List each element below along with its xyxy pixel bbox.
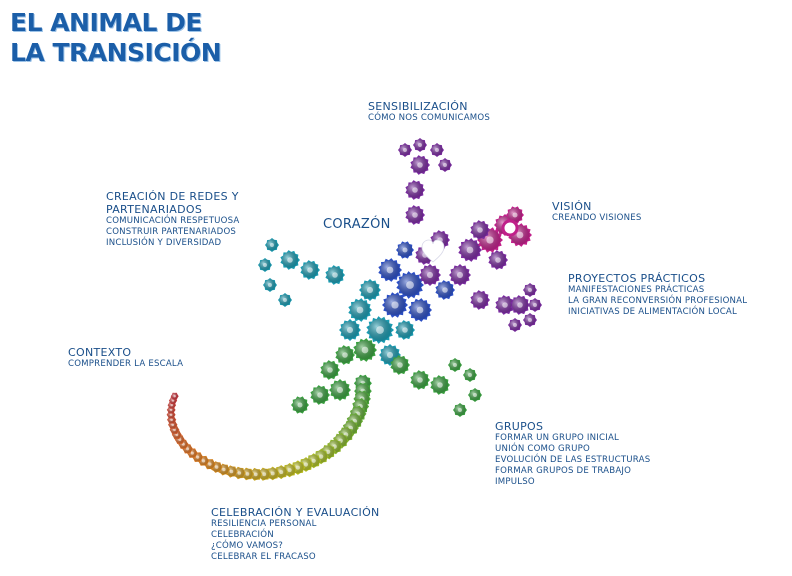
gear-shape xyxy=(508,318,522,332)
gear-shape xyxy=(470,220,490,240)
gear-shape xyxy=(495,295,515,315)
label-sensibilizacion: SENSIBILIZACIÓN CÓMO NOS COMUNICAMOS xyxy=(368,100,490,124)
celebracion-item: CELEBRACIÓN xyxy=(211,530,274,540)
gear-shape xyxy=(378,258,402,282)
gear-shape xyxy=(396,271,424,299)
gear-shape xyxy=(258,467,271,481)
gear-shape xyxy=(396,241,414,259)
gear-shape xyxy=(410,155,430,175)
gear-shape xyxy=(410,370,430,390)
gear-shape xyxy=(395,320,415,340)
page-title: EL ANIMAL DE LA TRANSICIÓN xyxy=(10,8,222,68)
gear-shape xyxy=(359,279,381,301)
gear-shape xyxy=(413,138,427,152)
gear-shape xyxy=(448,358,462,372)
gear-shape xyxy=(430,375,450,395)
gear-shape xyxy=(280,250,300,270)
gear-shape xyxy=(278,293,292,307)
gear-shape xyxy=(320,360,340,380)
proyectos-item: LA GRAN RECONVERSIÓN PROFESIONAL xyxy=(568,296,748,306)
redes-heading-line-2: PARTENARIADOS xyxy=(106,203,203,216)
gear-shape xyxy=(300,260,320,280)
redes-item: INCLUSIÓN Y DIVERSIDAD xyxy=(106,238,222,248)
gear-shape xyxy=(348,298,372,322)
vision-item: CREANDO VISIONES xyxy=(552,213,642,223)
gear-shape xyxy=(510,295,530,315)
grupos-item: FORMAR GRUPOS DE TRABAJO xyxy=(495,466,632,476)
gear-shape xyxy=(463,368,477,382)
corazon-heading: CORAZÓN xyxy=(323,217,391,232)
label-proyectos: PROYECTOS PRÁCTICOS MANIFESTACIONES PRÁC… xyxy=(568,272,747,318)
gear-shape xyxy=(405,205,425,225)
celebracion-item: RESILIENCIA PERSONAL xyxy=(211,519,317,529)
gear-shape xyxy=(249,467,263,481)
gear-shape xyxy=(453,403,467,417)
redes-item: CONSTRUIR PARTENARIADOS xyxy=(106,227,237,237)
label-corazon: CORAZÓN xyxy=(323,218,391,231)
gear-shape xyxy=(523,313,537,327)
gear-shape xyxy=(523,283,537,297)
gear-shape xyxy=(241,467,254,481)
gear-shape xyxy=(398,143,412,157)
grupos-item: IMPULSO xyxy=(495,477,535,487)
celebracion-item: CELEBRAR EL FRACASO xyxy=(211,552,316,562)
redes-heading-line-1: CREACIÓN DE REDES Y xyxy=(106,190,239,203)
label-redes: CREACIÓN DE REDES Y PARTENARIADOS COMUNI… xyxy=(106,190,240,249)
gear-shape xyxy=(170,392,179,400)
label-vision: VISIÓN CREANDO VISIONES xyxy=(552,200,642,224)
proyectos-heading: PROYECTOS PRÁCTICOS xyxy=(568,272,706,285)
grupos-heading: GRUPOS xyxy=(495,420,544,433)
vision-heading: VISIÓN xyxy=(552,200,592,213)
sensibilizacion-heading: SENSIBILIZACIÓN xyxy=(368,100,468,113)
contexto-heading: CONTEXTO xyxy=(68,346,132,359)
label-grupos: GRUPOS FORMAR UN GRUPO INICIAL UNIÓN COM… xyxy=(495,420,650,488)
gear-shape xyxy=(291,396,309,414)
gear-shape xyxy=(408,298,432,322)
label-contexto: CONTEXTO COMPRENDER LA ESCALA xyxy=(68,346,183,370)
gear-shape xyxy=(258,258,272,272)
proyectos-item: INICIATIVAS DE ALIMENTACIÓN LOCAL xyxy=(568,307,737,317)
gear-shape xyxy=(419,264,441,286)
gear-shape xyxy=(353,338,377,362)
celebracion-heading: CELEBRACIÓN Y EVALUACIÓN xyxy=(211,506,380,519)
gear-shape xyxy=(468,388,482,402)
gear-shape xyxy=(329,379,351,401)
contexto-item: COMPRENDER LA ESCALA xyxy=(68,359,184,369)
title-line-2: LA TRANSICIÓN xyxy=(10,38,222,67)
redes-item: COMUNICACIÓN RESPETUOSA xyxy=(106,216,240,226)
celebracion-item: ¿CÓMO VAMOS? xyxy=(211,541,284,551)
label-celebracion: CELEBRACIÓN Y EVALUACIÓN RESILIENCIA PER… xyxy=(211,506,380,563)
gear-shape xyxy=(265,466,280,481)
gear-shape xyxy=(265,238,279,252)
grupos-item: EVOLUCIÓN DE LAS ESTRUCTURAS xyxy=(495,455,651,465)
gear-shape xyxy=(488,250,508,270)
gear-shape xyxy=(366,316,394,344)
grupos-item: FORMAR UN GRUPO INICIAL xyxy=(495,433,620,443)
proyectos-item: MANIFESTACIONES PRÁCTICAS xyxy=(568,285,705,295)
gear-shape xyxy=(263,278,277,292)
gear-shape xyxy=(528,298,542,312)
gear-shape xyxy=(438,158,452,172)
gear-shape xyxy=(430,143,444,157)
gear-shape xyxy=(390,355,410,375)
gear-shape xyxy=(339,319,361,341)
gear-shape xyxy=(458,238,482,262)
heart-icon xyxy=(421,239,445,263)
gear-shape xyxy=(310,385,330,405)
gear-shape xyxy=(405,180,425,200)
gear-shape xyxy=(325,265,345,285)
sensibilizacion-item: CÓMO NOS COMUNICAMOS xyxy=(368,113,491,123)
gear-shape xyxy=(449,264,471,286)
gear-shape xyxy=(435,280,455,300)
gear-shape xyxy=(470,290,490,310)
gear-shape xyxy=(382,292,408,318)
gear-shape xyxy=(335,345,355,365)
grupos-item: UNIÓN COMO GRUPO xyxy=(495,444,590,454)
title-line-1: EL ANIMAL DE xyxy=(10,8,202,37)
gear-shape xyxy=(506,206,524,224)
